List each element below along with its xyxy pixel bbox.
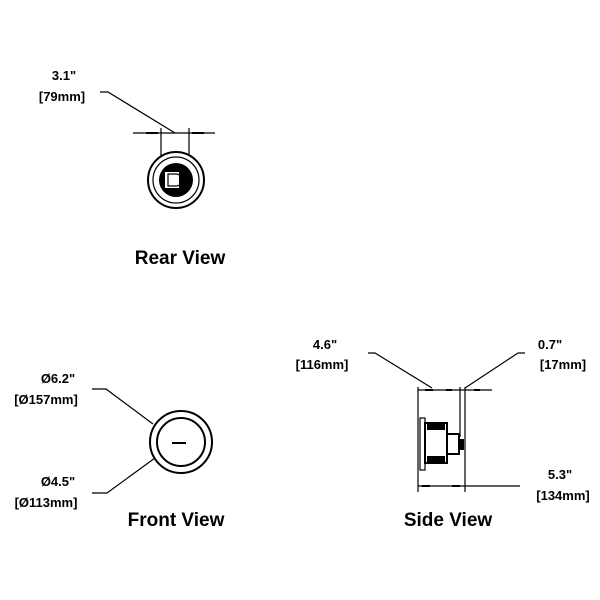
side-flange-mm: [17mm] — [540, 357, 586, 372]
front-outer-leader — [92, 388, 154, 425]
side-view-title: Side View — [404, 510, 493, 531]
rear-view-title: Rear View — [135, 248, 226, 269]
rear-view: 3.1" [79mm] Rear View — [39, 68, 226, 269]
side-flange-leader — [464, 352, 525, 389]
front-view: Ø6.2" [Ø157mm] Ø4.5" [Ø113mm] Front View — [14, 371, 224, 531]
rear-width-in: 3.1" — [52, 68, 76, 83]
side-flange-in: 0.7" — [538, 337, 562, 352]
side-total-mm: [134mm] — [536, 488, 589, 503]
side-speaker-shape — [419, 417, 464, 471]
side-view: 4.6" [116mm] 0.7" [17mm] 5.3" [134mm] Si… — [296, 337, 590, 531]
rear-width-mm: [79mm] — [39, 89, 85, 104]
side-total-in: 5.3" — [548, 467, 572, 482]
front-speaker-shape — [149, 410, 213, 474]
side-depth-in: 4.6" — [313, 337, 337, 352]
side-depth-leader — [368, 352, 433, 389]
front-outer-diameter-in: Ø6.2" — [41, 371, 75, 386]
front-view-title: Front View — [128, 510, 225, 531]
rear-leader-line — [100, 91, 176, 134]
front-outer-diameter-mm: [Ø157mm] — [14, 392, 78, 407]
front-inner-leader — [92, 457, 156, 494]
front-inner-diameter-in: Ø4.5" — [41, 474, 75, 489]
side-depth-mm: [116mm] — [296, 357, 349, 372]
front-inner-diameter-mm: [Ø113mm] — [15, 495, 78, 510]
rear-speaker-shape — [147, 151, 205, 209]
